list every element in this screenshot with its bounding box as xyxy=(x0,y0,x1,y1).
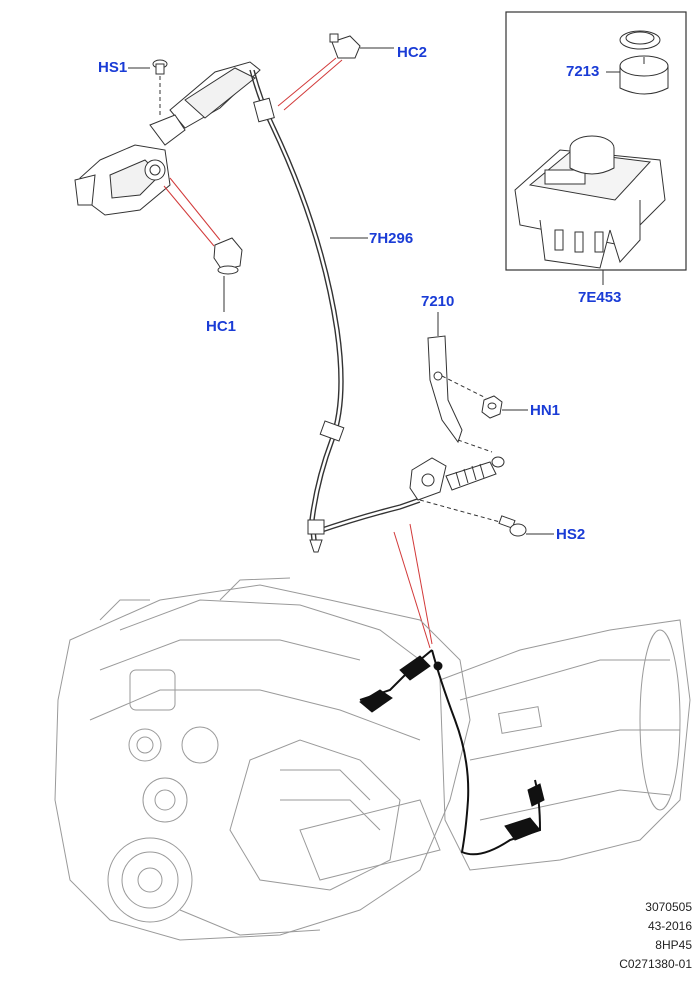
red-leader-engine-a xyxy=(393,531,431,649)
bolt-hs1 xyxy=(152,59,168,75)
cable-bracket-7210 xyxy=(427,335,463,444)
bolt-hs2 xyxy=(498,515,527,537)
shift-lever-bracket-assembly xyxy=(74,61,261,216)
callout-hn1: HN1 xyxy=(530,402,561,419)
footer-line-4: C0271380-01 xyxy=(619,957,692,971)
callout-hc1: HC1 xyxy=(206,318,237,335)
callout-7h296: 7H296 xyxy=(369,230,414,247)
callout-7e453: 7E453 xyxy=(578,289,622,306)
callout-hs1: HS1 xyxy=(98,59,128,76)
footer-line-2: 43-2016 xyxy=(647,919,692,933)
footer-line-1: 3070505 xyxy=(645,900,692,914)
bracket-dash xyxy=(457,439,493,453)
red-leader-hc2-b xyxy=(283,59,343,111)
gear-selector-module-7e453 xyxy=(514,135,666,269)
hn1-dash xyxy=(441,375,487,399)
red-leader-hc1-b xyxy=(163,185,215,247)
footer-line-3: 8HP45 xyxy=(655,938,692,952)
engine-cable-brackets xyxy=(359,655,545,841)
shift-cable-7h296 xyxy=(249,69,421,541)
red-leader-hc1-a xyxy=(169,177,221,241)
hs2-dash xyxy=(419,499,501,523)
red-leader-engine-b xyxy=(409,523,433,645)
callout-hc2: HC2 xyxy=(397,44,428,61)
shift-knob-cap-7213 xyxy=(619,30,669,95)
cable-grommets xyxy=(253,97,345,553)
inset-frame xyxy=(505,11,687,271)
callout-7210: 7210 xyxy=(421,293,455,310)
nut-hn1 xyxy=(481,395,503,419)
red-leader-hc2-a xyxy=(277,57,337,107)
callout-7213: 7213 xyxy=(566,63,600,80)
footer-reference: 3070505 43-2016 8HP45 C0271380-01 xyxy=(619,898,692,974)
engine-transmission-assembly xyxy=(54,577,691,941)
callout-hs2: HS2 xyxy=(556,526,586,543)
clip-hc2 xyxy=(329,33,361,59)
clip-hc1 xyxy=(213,237,243,275)
cable-end-fitting xyxy=(409,456,505,501)
